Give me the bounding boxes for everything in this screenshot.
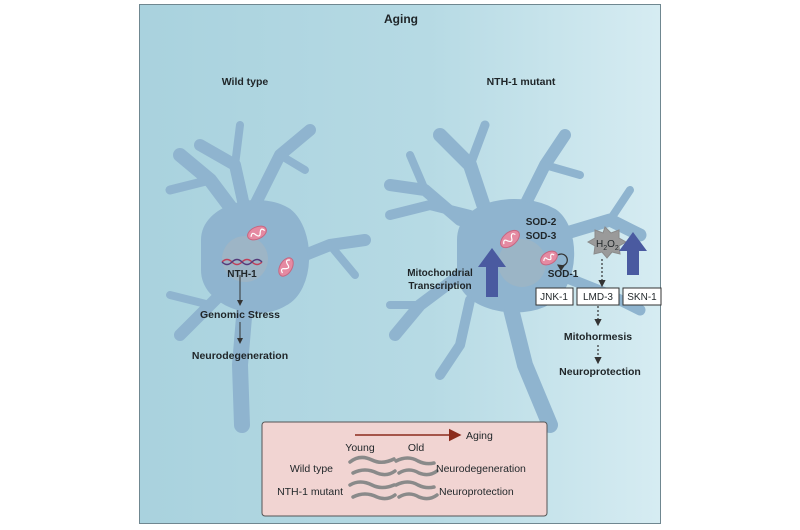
legend-row2-label: NTH-1 mutant: [277, 486, 343, 498]
worm-icon: [394, 456, 439, 477]
figure-title: Aging: [384, 12, 418, 26]
wild-type-nucleus: [222, 236, 268, 282]
h2o2-label: H2O2: [596, 239, 619, 252]
worm-icon: [348, 480, 397, 501]
mitohormesis-label: Mitohormesis: [564, 331, 632, 343]
skn1-box: [622, 287, 662, 306]
neuroprotection-label: Neuroprotection: [559, 366, 641, 378]
sod1-label: SOD-1: [548, 269, 579, 280]
figure-svg: H2O2 Aging Wild type NTH-1 mutant NTH-1 …: [165, 12, 662, 517]
legend-row1-label: Wild type: [290, 463, 333, 475]
worm-icon: [348, 455, 397, 477]
legend-young: Young: [345, 442, 375, 454]
worm-icon: [394, 480, 439, 501]
legend-aging: Aging: [466, 430, 493, 442]
wild-type-neuron: [165, 121, 371, 433]
wild-type-heading: Wild type: [222, 76, 269, 88]
legend-row2-outcome: Neuroprotection: [439, 486, 514, 498]
lmd3-box: [576, 287, 620, 306]
mitochondrion-icon: [247, 225, 267, 241]
genomic-stress-label: Genomic Stress: [200, 309, 280, 321]
sod2-label: SOD-2: [526, 217, 557, 228]
dna-icon: [221, 258, 263, 266]
mito-transcription-line2: Transcription: [408, 281, 471, 292]
lmd3-label: LMD-3: [583, 292, 613, 303]
upregulation-arrow-icon: [619, 232, 647, 275]
sod3-label: SOD-3: [526, 231, 557, 242]
jnk1-label: JNK-1: [540, 292, 568, 303]
sod-loop-arrow: [556, 253, 568, 272]
figure-panel: H2O2 Aging Wild type NTH-1 mutant NTH-1 …: [139, 4, 662, 524]
neurodegeneration-label: Neurodegeneration: [192, 350, 288, 362]
mito-transcription-line1: Mitochondrial: [407, 268, 473, 279]
legend-old: Old: [408, 442, 425, 454]
mitochondrion-icon: [500, 229, 520, 249]
h2o2-burst-icon: [586, 226, 628, 259]
mitochondrion-icon: [540, 250, 558, 266]
mitochondrion-icon: [278, 257, 294, 277]
mutant-nucleus: [498, 239, 546, 287]
legend-row1-outcome: Neurodegeneration: [436, 463, 526, 475]
upregulation-arrow-icon: [478, 248, 506, 297]
mutant-heading: NTH-1 mutant: [487, 76, 556, 88]
skn1-label: SKN-1: [627, 292, 657, 303]
nth1-label: NTH-1: [227, 269, 257, 280]
jnk1-box: [535, 287, 574, 306]
